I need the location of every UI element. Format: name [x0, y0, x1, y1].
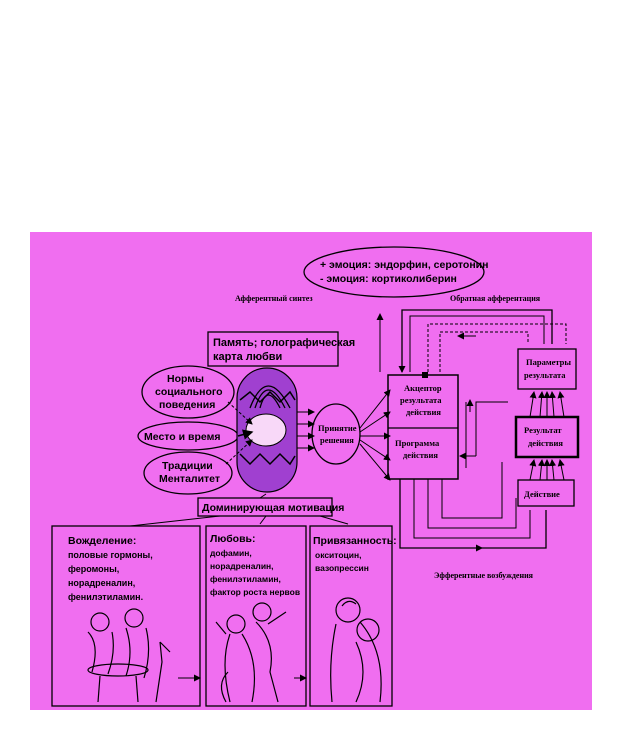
- love-line1: дофамин,: [210, 548, 252, 558]
- norms-line3: поведения: [159, 399, 215, 411]
- memory-hologram: [236, 367, 298, 493]
- love-line4: фактор роста нервов: [210, 587, 300, 597]
- decision-line2: решения: [320, 435, 354, 445]
- memory-line2: карта любви: [213, 351, 282, 363]
- traditions-line2: Менталитет: [159, 473, 220, 485]
- emotion-positive: + эмоция: эндорфин, серотонин: [320, 259, 488, 271]
- attachment-panel: [309, 525, 393, 707]
- program-line2: действия: [403, 450, 438, 460]
- attachment-line1: окситоцин,: [315, 550, 361, 560]
- efferent-label: Эфферентные возбуждения: [434, 571, 534, 580]
- emotion-negative: - эмоция: кортиколиберин: [320, 273, 457, 285]
- memory-box: [207, 331, 339, 367]
- acceptor-line1: Акцептор: [404, 383, 442, 393]
- decision-ellipse: [311, 403, 361, 465]
- norms-line2: социального: [155, 386, 223, 398]
- lust-panel: [51, 525, 201, 707]
- action-label: Действие: [524, 489, 560, 499]
- result-line2: действия: [528, 438, 563, 448]
- functional-system-diagram: + эмоция: эндорфин, серотонин - эмоция: …: [51, 246, 580, 707]
- action-box: [517, 479, 575, 507]
- diagram-canvas: + эмоция: эндорфин, серотонин - эмоция: …: [30, 232, 592, 710]
- norms-ellipse: [141, 365, 235, 419]
- lust-line4: фенилэтиламин.: [68, 592, 143, 602]
- lust-line3: норадреналин,: [68, 578, 135, 588]
- acceptor-line3: действия: [406, 407, 441, 417]
- program-line1: Программа: [395, 438, 440, 448]
- elderly-couple-illustration: [330, 597, 382, 703]
- love-line2: норадреналин,: [210, 561, 274, 571]
- dominant-label: Доминирующая мотивация: [202, 502, 344, 514]
- params-line1: Параметры: [526, 357, 571, 367]
- love-panel: [205, 525, 307, 707]
- dominant-motivation-box: [197, 497, 333, 517]
- traditions-ellipse: [143, 451, 233, 495]
- love-title: Любовь:: [210, 533, 256, 545]
- lust-title: Вожделение:: [68, 535, 136, 547]
- acceptor-line2: результата: [400, 395, 442, 405]
- place-time-label: Место и время: [144, 431, 220, 443]
- attachment-title: Привязанность:: [313, 535, 397, 547]
- decision-line1: Принятие: [318, 423, 357, 433]
- love-line3: фенилэтиламин,: [210, 574, 281, 584]
- result-line1: Результат: [524, 425, 562, 435]
- dining-couple-illustration: [87, 608, 171, 703]
- params-box: [517, 348, 577, 390]
- feedback-afferentation-label: Обратная афферентация: [450, 294, 541, 303]
- afferent-synthesis-label: Афферентный синтез: [235, 294, 313, 303]
- attachment-line2: вазопрессин: [315, 563, 369, 573]
- memory-line1: Память; голографическая: [213, 337, 355, 349]
- norms-line1: Нормы: [167, 373, 204, 385]
- result-box: [514, 415, 580, 459]
- dancing-couple-illustration: [215, 602, 287, 703]
- emotion-ellipse: [303, 246, 485, 298]
- lust-line1: половые гормоны,: [68, 550, 153, 560]
- lust-line2: феромоны,: [68, 564, 119, 574]
- params-line2: результата: [524, 370, 566, 380]
- traditions-line1: Традиции: [162, 460, 213, 472]
